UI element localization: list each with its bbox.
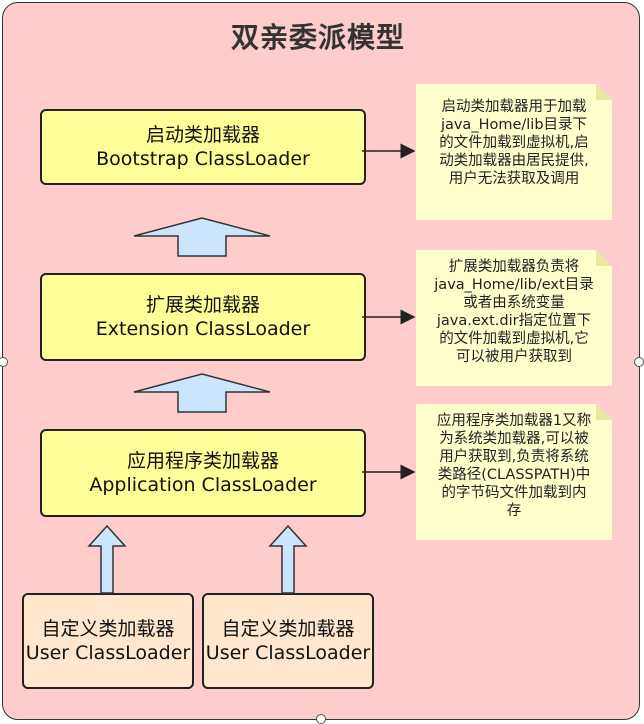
note-line: 类路径(CLASSPATH)中: [437, 467, 591, 483]
user1-node-line2: User ClassLoader: [25, 642, 191, 664]
extension-classloader-node[interactable]: 扩展类加载器 Extension ClassLoader: [40, 273, 366, 361]
diagram-title: 双亲委派模型: [230, 21, 405, 54]
user-classloader-node-2[interactable]: 自定义类加载器 User ClassLoader: [202, 593, 374, 689]
note-line: 为系统类加载器,可以被: [439, 431, 589, 447]
user2-node-line1: 自定义类加载器: [221, 618, 355, 640]
application-classloader-node[interactable]: 应用程序类加载器 Application ClassLoader: [40, 429, 366, 517]
note-line: 用户获取到,负责将系统: [439, 449, 589, 465]
user1-node-line1: 自定义类加载器: [41, 618, 175, 640]
extension-to-bootstrap-arrow: [133, 217, 271, 257]
resize-handle-right[interactable]: [634, 357, 644, 367]
note-line: 的文件加载到虚拟机,它: [439, 331, 589, 347]
note-line: 启动类加载器用于加载: [441, 99, 587, 115]
application-to-extension-arrow: [133, 373, 271, 413]
note-line: 动类加载器由居民提供,: [439, 153, 589, 169]
user-classloader-node-1[interactable]: 自定义类加载器 User ClassLoader: [22, 593, 194, 689]
note-line: java.ext.dir指定位置下: [436, 313, 592, 329]
note-line: 或者由系统变量: [463, 295, 565, 311]
note-line: 的文件加载到虚拟机,启: [439, 135, 589, 151]
extension-node-line2: Extension ClassLoader: [95, 318, 311, 340]
note-line: 的字节码文件加载到内: [441, 485, 587, 501]
bootstrap-node-line1: 启动类加载器: [145, 124, 260, 146]
extension-note[interactable]: 扩展类加载器负责将 java_Home/lib/ext目录 或者由系统变量 ja…: [416, 250, 612, 386]
extension-node-line1: 扩展类加载器: [145, 294, 260, 316]
note-line: java_Home/lib/ext目录: [434, 277, 594, 293]
note-line: 用户无法获取及调用: [448, 171, 580, 187]
application-node-line1: 应用程序类加载器: [126, 450, 279, 472]
note-line: 扩展类加载器负责将: [448, 259, 580, 275]
bootstrap-classloader-node[interactable]: 启动类加载器 Bootstrap ClassLoader: [40, 109, 366, 185]
bootstrap-note[interactable]: 启动类加载器用于加载 java_Home/lib目录下 的文件加载到虚拟机,启 …: [416, 84, 612, 220]
application-note[interactable]: 应用程序类加载器1又称 为系统类加载器,可以被 用户获取到,负责将系统 类路径(…: [416, 404, 612, 540]
user2-node-line2: User ClassLoader: [205, 642, 371, 664]
bootstrap-node-line2: Bootstrap ClassLoader: [96, 148, 310, 170]
note-line: java_Home/lib目录下: [440, 117, 588, 133]
application-node-line2: Application ClassLoader: [89, 474, 317, 496]
resize-handle-left[interactable]: [0, 357, 8, 367]
user2-to-application-arrow: [268, 524, 308, 594]
note-line: 应用程序类加载器1又称: [436, 413, 592, 429]
note-line: 存: [506, 503, 522, 519]
note-line: 可以被用户获取到: [456, 349, 572, 365]
user1-to-application-arrow: [87, 524, 127, 594]
